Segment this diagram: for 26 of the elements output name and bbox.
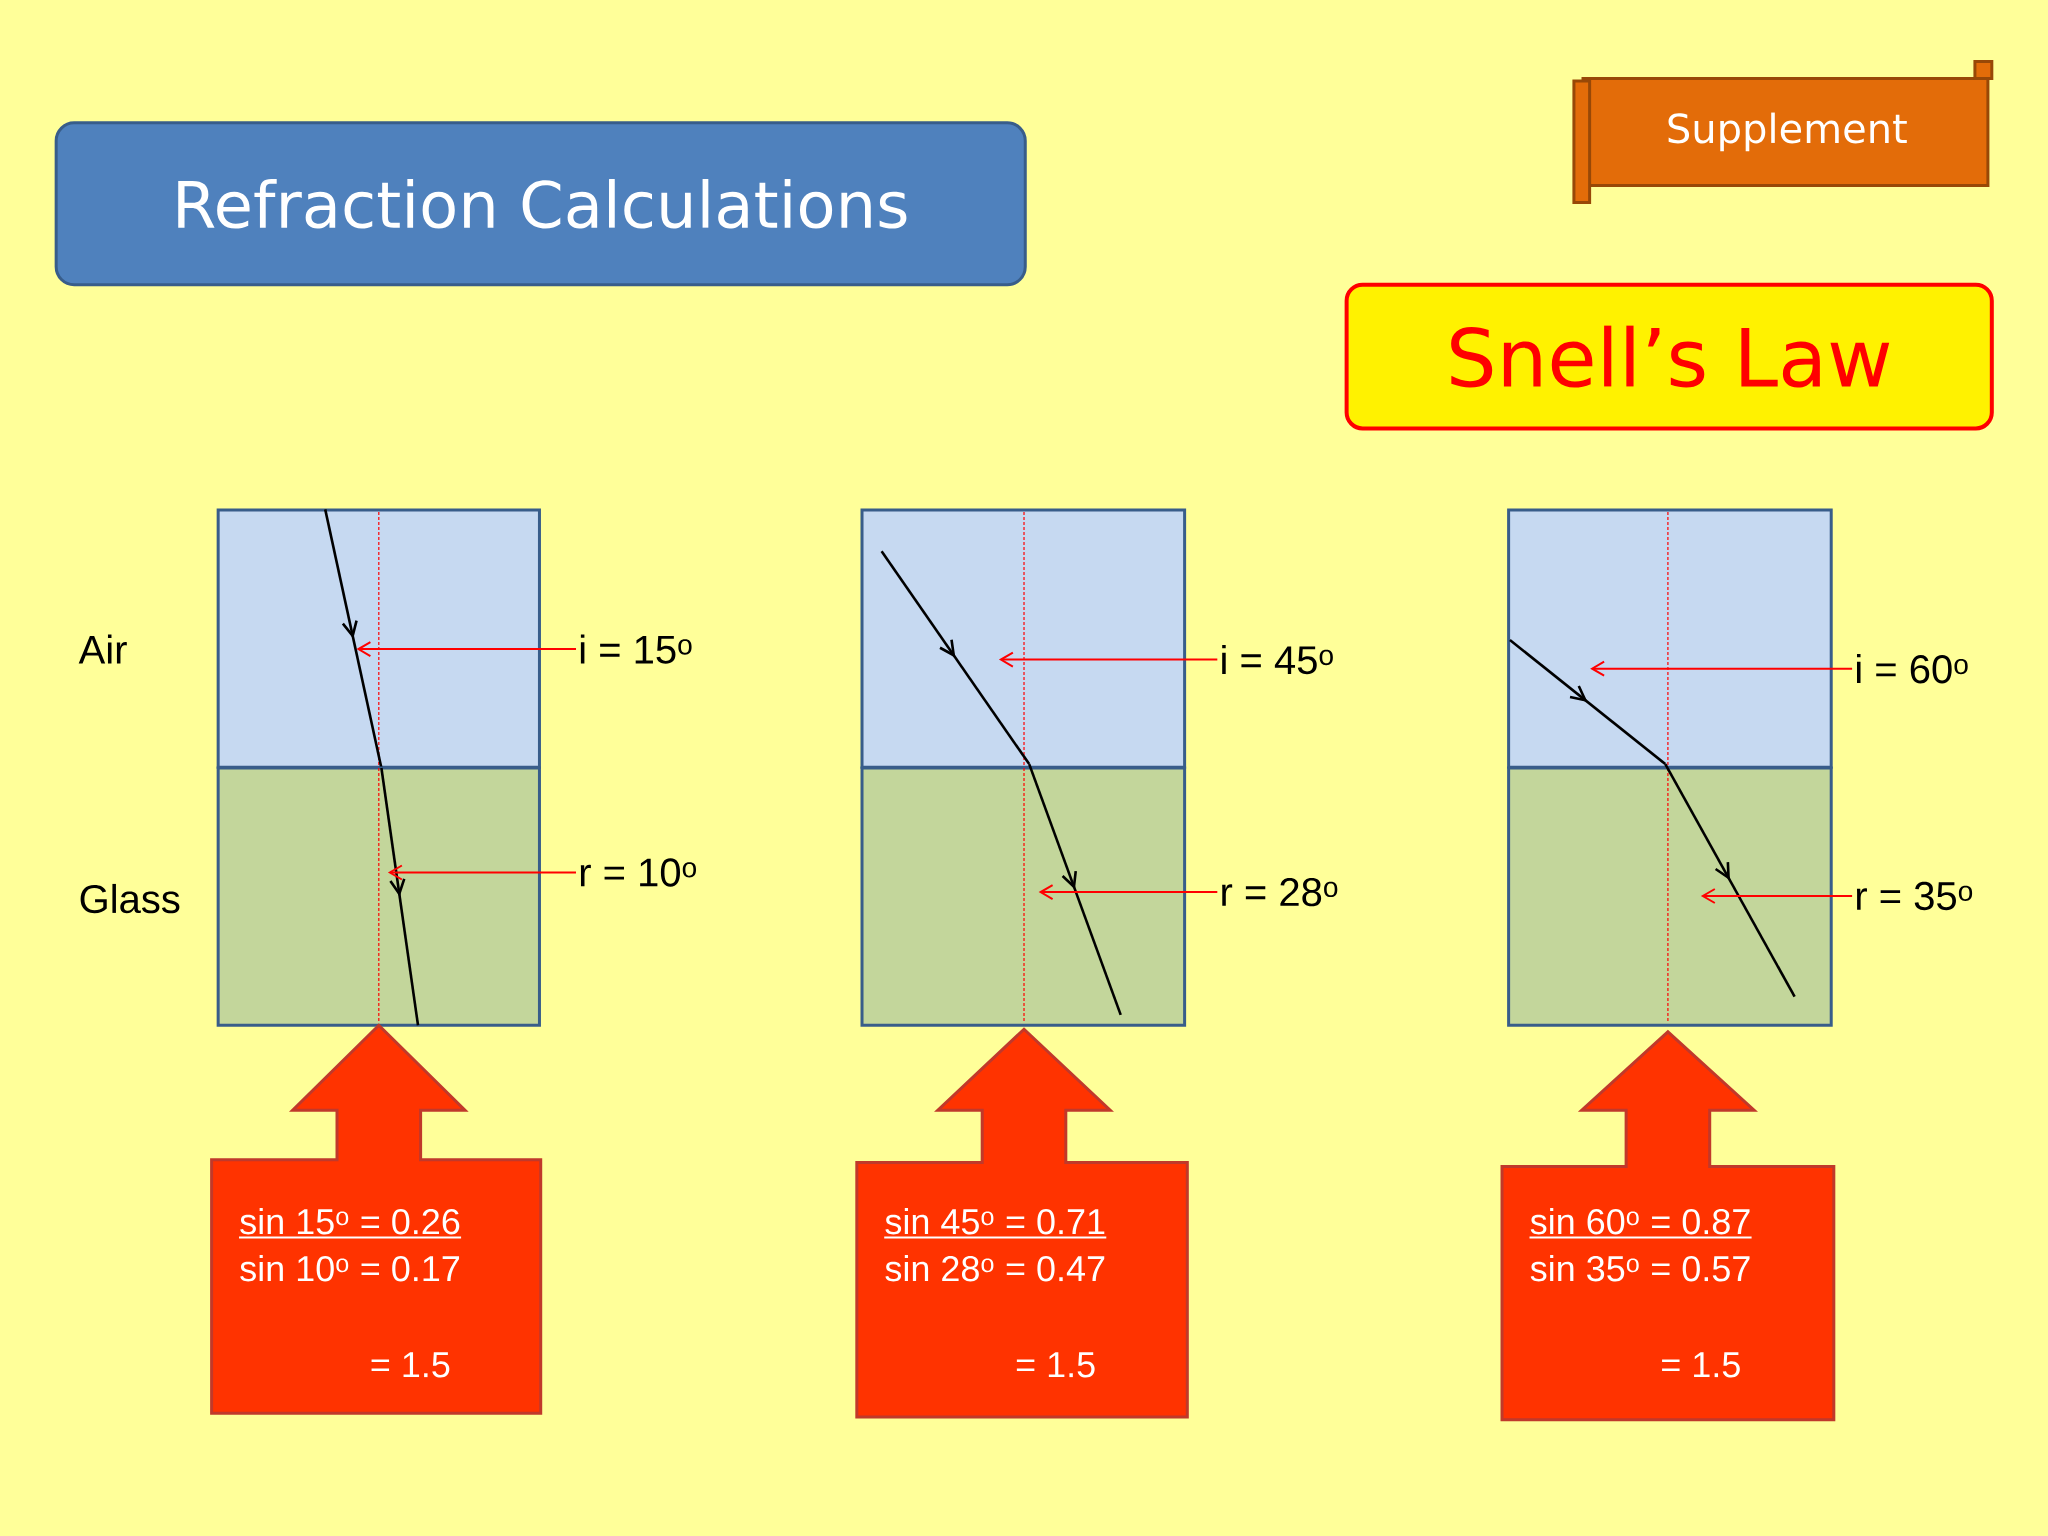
angle-label: i = 60$^{o}$ bbox=[1857, 654, 1968, 684]
leader-line bbox=[998, 651, 1219, 668]
callout-arrow-box: sin 15$^{o}$ = 0.26 sin 10$^{o}$ = 0.17 = 1.5 bbox=[210, 1023, 543, 1415]
medium-block bbox=[1507, 763, 1833, 1027]
callout-arrow-box: sin 45$^{o}$ = 0.71 sin 28$^{o}$ = 0.47 = 1.5 bbox=[855, 1027, 1189, 1419]
medium-block bbox=[860, 508, 1187, 769]
medium-label: Air bbox=[78, 634, 127, 664]
angle-label: r = 35$^{o}$ bbox=[1856, 881, 1973, 911]
callout-arrow-box: sin 60$^{o}$ = 0.87 sin 35$^{o}$ = 0.57 = 1.5 bbox=[1500, 1029, 1836, 1422]
heading-box: Snell’s Law bbox=[1344, 282, 1994, 431]
angle-label: i = 15$^{o}$ bbox=[580, 634, 692, 664]
scroll-banner: Supplement bbox=[1572, 59, 1994, 204]
leader-line bbox=[356, 641, 577, 658]
medium-block bbox=[216, 766, 541, 1027]
medium-block bbox=[860, 763, 1187, 1027]
leader-line bbox=[387, 864, 577, 881]
medium-label: Glass bbox=[80, 883, 180, 914]
medium-block bbox=[216, 508, 541, 769]
leader-line bbox=[1590, 660, 1854, 677]
angle-label: r = 10$^{o}$ bbox=[580, 858, 696, 887]
title-banner: Refraction Calculations bbox=[54, 121, 1027, 287]
angle-label: r = 28$^{o}$ bbox=[1222, 877, 1338, 907]
medium-block bbox=[1507, 508, 1833, 769]
leader-line bbox=[1038, 884, 1219, 901]
angle-label: i = 45$^{o}$ bbox=[1222, 644, 1333, 675]
leader-line bbox=[1700, 888, 1854, 904]
